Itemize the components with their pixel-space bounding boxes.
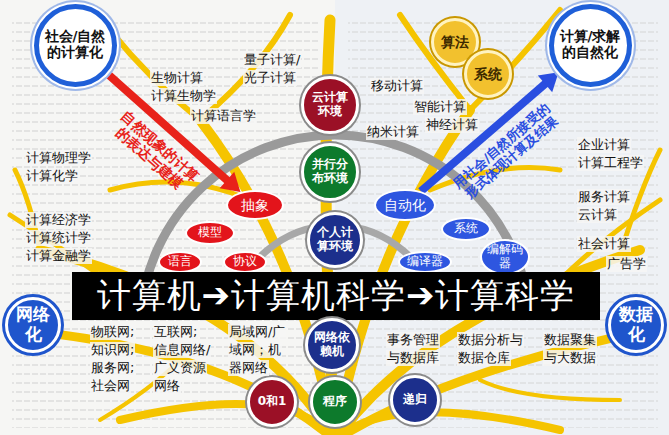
field-label: 广告学 — [606, 256, 647, 272]
concept-ellipse: 协议 — [223, 251, 267, 273]
field-label: 计算工程学 — [577, 155, 644, 171]
node-text: 编解码器 — [487, 243, 524, 271]
node-text: 系统 — [474, 66, 502, 82]
tree-branch — [20, 330, 335, 435]
node-text: 系统 — [454, 222, 478, 236]
node-text: 云计算环境 — [309, 91, 352, 119]
node-text: 网络依赖机 — [312, 331, 352, 359]
field-label: 器网络 — [228, 360, 269, 376]
field-label: 社会计算 — [577, 236, 631, 252]
environment-circle: 云计算环境 — [301, 76, 359, 134]
node-text: 抽象 — [241, 197, 269, 213]
node-text: 个人计算环境 — [315, 226, 356, 254]
field-label: 服务计算 — [577, 189, 631, 205]
environment-circle: 程序 — [310, 377, 360, 427]
field-label: 与数据库 — [386, 350, 440, 366]
node-text: 算法 — [441, 34, 469, 50]
tree-branch — [120, 404, 335, 435]
node-text: 语言 — [168, 255, 192, 269]
node-text: 并行分布环境 — [309, 158, 352, 186]
concept-ellipse: 模型 — [185, 221, 235, 245]
arrow-head — [220, 172, 241, 192]
node-text: 网络化 — [13, 305, 54, 344]
tree-branch — [335, 330, 650, 435]
field-label: 量子计算/ — [243, 52, 301, 68]
field-label: 互联网; — [153, 324, 198, 340]
concept-ellipse: 自动化 — [374, 189, 436, 221]
field-label: 知识网; — [90, 342, 135, 358]
field-label: 计算统计学 — [25, 230, 92, 246]
field-label: 数据仓库 — [457, 350, 511, 366]
node-text: 计算机➔计算机科学➔计算科学 — [97, 276, 576, 315]
field-label: 光子计算 — [243, 70, 297, 86]
concept-ellipse: 编译器 — [398, 251, 452, 273]
field-label: 移动计算 — [370, 78, 424, 94]
arrow-head — [538, 72, 559, 92]
field-label: 神经计算 — [425, 117, 479, 133]
environment-circle: 网络依赖机 — [305, 318, 359, 372]
node-text: 0和1 — [258, 395, 287, 409]
field-label: 域网；机 — [228, 342, 282, 358]
node-text: 数据化 — [616, 305, 657, 344]
node-text: 模型 — [198, 226, 222, 240]
corner-circle: 社会/自然的计算化 — [34, 4, 117, 87]
field-label: 生物计算 — [150, 70, 204, 86]
field-label: 计算金融学 — [25, 248, 92, 264]
field-label: 计算语言学 — [190, 108, 257, 124]
keyword-circle: 系统 — [464, 50, 512, 98]
environment-circle: 并行分布环境 — [301, 143, 359, 201]
node-text: 协议 — [233, 255, 257, 269]
node-text: 递归 — [403, 393, 427, 407]
field-label: 数据分析与 — [457, 332, 524, 348]
corner-circle: 计算/求解的自然化 — [549, 4, 632, 87]
field-label: 企业计算 — [577, 137, 631, 153]
field-label: 广义资源 — [153, 360, 207, 376]
field-label: 纳米计算 — [366, 124, 420, 140]
title-banner: 计算机➔计算机科学➔计算科学 — [72, 272, 600, 319]
arrow-label: 用社会/自然所接受的形式体现计算及结果 — [451, 100, 564, 204]
field-label: 智能计算 — [413, 99, 467, 115]
concept-ellipse: 抽象 — [226, 190, 284, 220]
field-label: 计算物理学 — [25, 150, 92, 166]
node-text: 社会/自然的计算化 — [43, 29, 107, 60]
field-label: 局域网/广 — [228, 324, 286, 340]
field-label: 计算经济学 — [25, 212, 92, 228]
node-text: 程序 — [323, 395, 347, 409]
tree-branch — [335, 412, 560, 435]
node-text: 自动化 — [384, 197, 426, 213]
field-label: 网络 — [153, 378, 181, 394]
tree-branch — [560, 200, 660, 280]
field-label: 与大数据 — [543, 350, 597, 366]
side-circle: 数据化 — [608, 297, 664, 353]
field-label: 信息网络/ — [153, 342, 211, 358]
node-text: 计算/求解的自然化 — [558, 29, 622, 60]
field-label: 云计算 — [577, 207, 618, 223]
tree-branch — [480, 380, 620, 400]
field-label: 物联网; — [90, 324, 135, 340]
field-label: 计算化学 — [25, 168, 79, 184]
environment-circle: 递归 — [390, 375, 440, 425]
node-text: 编译器 — [407, 255, 443, 269]
side-circle: 网络化 — [5, 297, 61, 353]
concept-ellipse: 编解码器 — [480, 239, 530, 275]
field-label: 事务管理 — [386, 332, 440, 348]
environment-circle: 0和1 — [247, 377, 297, 427]
field-label: 数据聚集 — [543, 332, 597, 348]
field-label: 社会网 — [90, 378, 131, 394]
field-label: 计算生物学 — [150, 88, 217, 104]
concept-ellipse: 语言 — [158, 251, 202, 273]
environment-circle: 个人计算环境 — [307, 212, 363, 268]
field-label: 服务网; — [90, 360, 135, 376]
concept-ellipse: 系统 — [441, 217, 491, 241]
